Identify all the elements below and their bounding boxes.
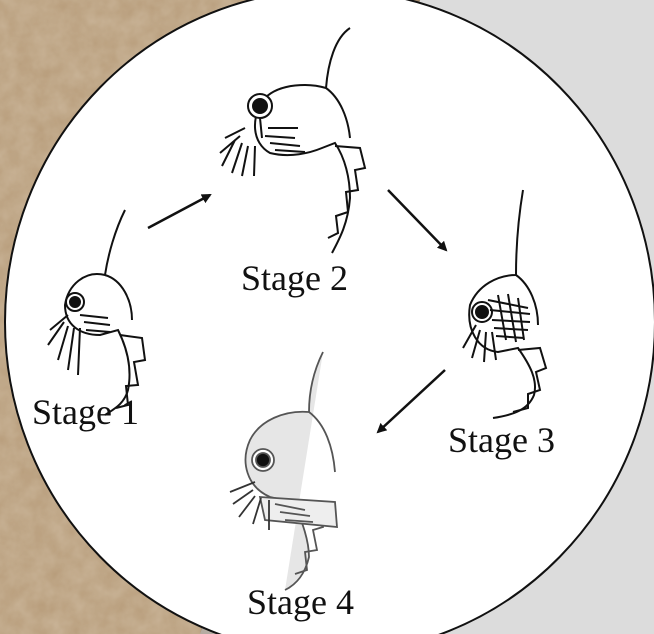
stage-3-label: Stage 3 bbox=[448, 420, 555, 460]
stage-2-label: Stage 2 bbox=[241, 258, 348, 298]
stage-1-label: Stage 1 bbox=[32, 392, 139, 432]
stage-4-label: Stage 4 bbox=[247, 582, 354, 622]
